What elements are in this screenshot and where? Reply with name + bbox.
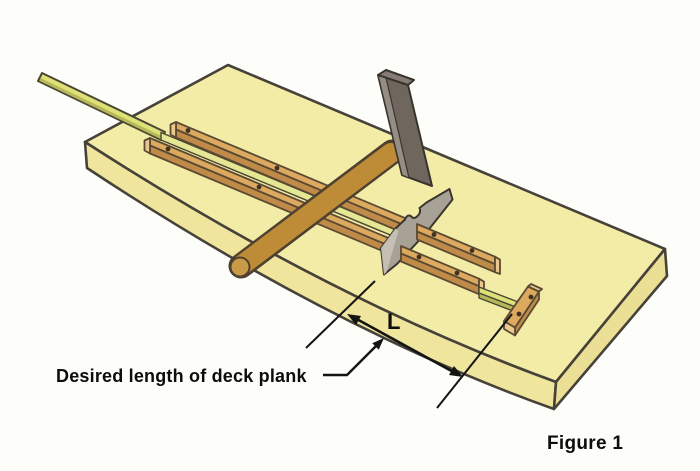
- end-stop-block: [503, 283, 543, 337]
- deck-plank-left-shade: [39, 78, 163, 140]
- guide-rails-right: [400, 223, 543, 337]
- base-board-right-face: [552, 247, 669, 411]
- screw: [469, 248, 475, 253]
- dimension-label-l: L: [387, 309, 401, 334]
- screw: [165, 146, 171, 152]
- head-top-face: [377, 69, 415, 86]
- rail-end-face: [494, 255, 501, 275]
- handle-butt: [229, 256, 251, 278]
- handle-body: [232, 143, 401, 275]
- screw: [256, 184, 262, 190]
- screw: [528, 294, 534, 300]
- mallet: [228, 69, 433, 279]
- extension-line-left: [305, 280, 376, 349]
- leader-line: [323, 344, 378, 377]
- dimension-arrowhead-left: [347, 314, 361, 325]
- dimension-annotation: [305, 280, 513, 409]
- annotation-label: Desired length of deck plank: [56, 366, 307, 386]
- screw: [516, 311, 522, 317]
- stop-upper-edge-face: [527, 283, 543, 293]
- leader-arrowhead: [372, 338, 384, 350]
- screw: [416, 254, 422, 260]
- mallet-head: [377, 69, 433, 187]
- dimension-arrowhead-right: [449, 366, 463, 377]
- rail-end-face: [169, 121, 177, 139]
- extension-line-right: [436, 313, 513, 409]
- blade-bevel-highlight: [381, 228, 399, 275]
- deck-plank: [37, 72, 166, 141]
- figure-caption: Figure 1: [547, 433, 624, 454]
- screw: [185, 128, 191, 133]
- screw: [431, 232, 437, 237]
- dimension-line: [352, 315, 458, 376]
- rail-end-face: [143, 137, 151, 155]
- guide-rail-back-right: [416, 223, 501, 275]
- mallet-handle: [228, 139, 405, 279]
- screw: [274, 165, 280, 171]
- screw: [454, 270, 460, 276]
